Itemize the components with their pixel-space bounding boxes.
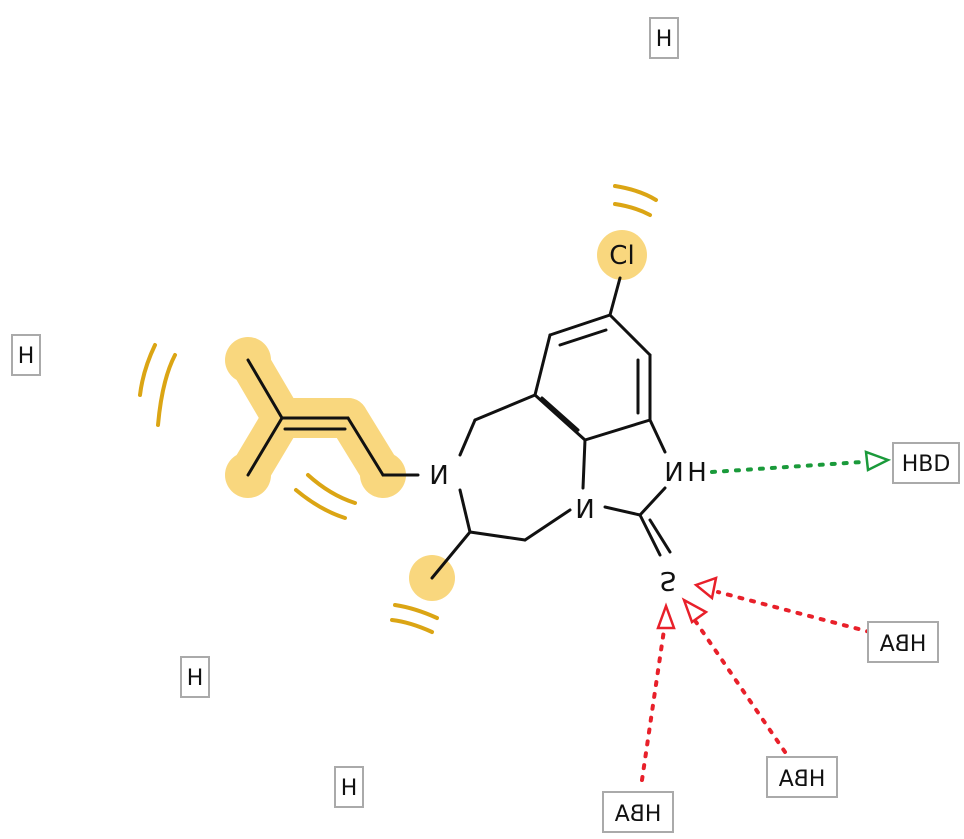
hba-arrowhead: [681, 597, 709, 624]
hydrophobe-box: H: [334, 766, 364, 808]
hbd-interaction: [710, 450, 892, 474]
chlorine-label: Cl: [609, 241, 634, 271]
hba-interactions: [640, 576, 872, 782]
svg-text:H: H: [656, 27, 673, 52]
hbd-arrowhead: [864, 450, 892, 472]
hba-arrowhead: [693, 576, 718, 601]
atom-labels: Cl N N N H S: [429, 241, 707, 595]
svg-text:HBA: HBA: [615, 802, 662, 827]
hydrophobic-arcs: [138, 184, 658, 634]
hydrophobe-box: H: [11, 334, 41, 376]
hbd-box: HBD: [892, 442, 960, 484]
hydrophobe-box: H: [180, 656, 210, 698]
svg-text:H: H: [187, 666, 204, 691]
nh-hydrogen-label: H: [687, 458, 707, 488]
ring-nitrogen-label: N: [429, 461, 448, 491]
hba-box: HBA: [867, 621, 939, 663]
svg-text:H: H: [341, 776, 358, 801]
hba-box: HBA: [602, 791, 674, 833]
bonds: [246, 276, 672, 580]
svg-text:HBD: HBD: [902, 452, 951, 477]
nh-nitrogen-label: N: [664, 458, 683, 488]
hydrophobic-highlight: [225, 230, 647, 601]
hba-arrowhead: [656, 602, 676, 630]
sulfur-label: S: [660, 565, 677, 595]
hydrophobe-box: H: [649, 17, 679, 59]
hba-box: HBA: [766, 756, 838, 798]
svg-text:HBA: HBA: [779, 767, 826, 792]
svg-text:HBA: HBA: [880, 632, 927, 657]
chlorine-highlight: [597, 230, 647, 280]
amide-nitrogen-label: N: [575, 495, 594, 525]
svg-text:H: H: [18, 344, 35, 369]
